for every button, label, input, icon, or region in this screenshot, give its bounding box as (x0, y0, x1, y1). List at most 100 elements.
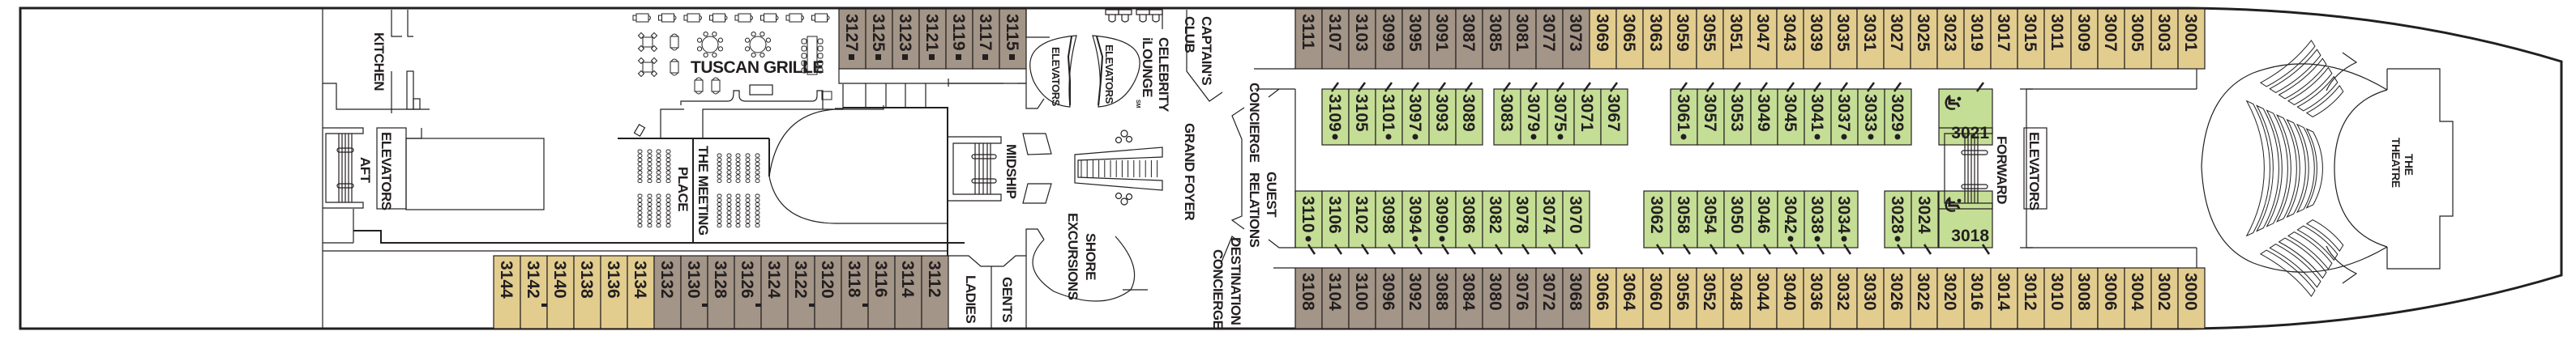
cabin-3055[interactable]: 3055 (1696, 8, 1724, 70)
cabin-3026[interactable]: 3026 (1883, 267, 1911, 329)
cabin-3125[interactable]: 3125 (865, 8, 893, 70)
cabin-3033[interactable]: 3033 (1857, 82, 1885, 146)
cabin-3124[interactable]: 3124 (760, 255, 789, 329)
cabin-3047[interactable]: 3047 (1749, 8, 1778, 70)
cabin-3020[interactable]: 3020 (1936, 267, 1965, 329)
cabin-3029[interactable]: 3029 (1884, 82, 1912, 146)
cabin-3051[interactable]: 3051 (1722, 8, 1751, 70)
cabin-3138[interactable]: 3138 (573, 255, 601, 329)
cabin-3056[interactable]: 3056 (1669, 267, 1697, 329)
cabin-3101[interactable]: 3101 (1375, 82, 1403, 146)
cabin-3049[interactable]: 3049 (1750, 82, 1778, 146)
cabin-3016[interactable]: 3016 (1963, 267, 1992, 329)
cabin-3082[interactable]: 3082 (1482, 190, 1510, 255)
cabin-3032[interactable]: 3032 (1829, 267, 1858, 329)
cabin-3089[interactable]: 3089 (1455, 82, 1483, 146)
cabin-3072[interactable]: 3072 (1535, 267, 1564, 329)
cabin-3044[interactable]: 3044 (1749, 267, 1778, 329)
cabin-3140[interactable]: 3140 (546, 255, 575, 329)
cabin-3003[interactable]: 3003 (2150, 8, 2179, 70)
cabin-3065[interactable]: 3065 (1615, 8, 1644, 70)
cabin-3030[interactable]: 3030 (1856, 267, 1885, 329)
cabin-3005[interactable]: 3005 (2124, 8, 2152, 70)
cabin-3099[interactable]: 3099 (1375, 8, 1403, 70)
cabin-3034[interactable]: 3034 (1830, 190, 1859, 255)
cabin-3110[interactable]: 3110 (1294, 190, 1323, 255)
cabin-3018[interactable]: 3018 (1938, 190, 1993, 255)
cabin-3046[interactable]: 3046 (1750, 190, 1778, 255)
cabin-3105[interactable]: 3105 (1348, 82, 1376, 146)
cabin-3128[interactable]: 3128 (707, 255, 735, 329)
cabin-3126[interactable]: 3126 (734, 255, 767, 329)
cabin-3120[interactable]: 3120 (814, 255, 842, 329)
cabin-3094[interactable]: 3094 (1401, 190, 1430, 255)
cabin-3036[interactable]: 3036 (1803, 267, 1831, 329)
cabin-3039[interactable]: 3039 (1803, 8, 1831, 70)
cabin-3007[interactable]: 3007 (2097, 8, 2125, 70)
cabin-3108[interactable]: 3108 (1294, 267, 1323, 329)
cabin-3048[interactable]: 3048 (1722, 267, 1751, 329)
cabin-3009[interactable]: 3009 (2070, 8, 2099, 70)
cabin-3096[interactable]: 3096 (1375, 267, 1403, 329)
cabin-3097[interactable]: 3097 (1401, 82, 1430, 146)
cabin-3035[interactable]: 3035 (1829, 8, 1858, 70)
cabin-3037[interactable]: 3037 (1830, 82, 1859, 146)
cabin-3085[interactable]: 3085 (1482, 8, 1510, 70)
cabin-3083[interactable]: 3083 (1493, 82, 1521, 146)
cabin-3038[interactable]: 3038 (1804, 190, 1832, 255)
cabin-3093[interactable]: 3093 (1428, 82, 1457, 146)
cabin-3114[interactable]: 3114 (894, 255, 922, 329)
cabin-3121[interactable]: 3121 (918, 8, 947, 70)
cabin-3054[interactable]: 3054 (1697, 190, 1725, 255)
cabin-3019[interactable]: 3019 (1963, 8, 1992, 70)
cabin-3052[interactable]: 3052 (1696, 267, 1724, 329)
cabin-3001[interactable]: 3001 (2177, 8, 2206, 70)
cabin-3115[interactable]: 3115 (999, 8, 1027, 70)
cabin-3066[interactable]: 3066 (1589, 267, 1617, 329)
cabin-3081[interactable]: 3081 (1508, 8, 1537, 70)
cabin-3004[interactable]: 3004 (2124, 267, 2152, 329)
cabin-3076[interactable]: 3076 (1508, 267, 1537, 329)
cabin-3090[interactable]: 3090 (1428, 190, 1457, 255)
cabin-3070[interactable]: 3070 (1562, 190, 1590, 255)
cabin-3074[interactable]: 3074 (1535, 190, 1564, 255)
cabin-3080[interactable]: 3080 (1482, 267, 1510, 329)
cabin-3100[interactable]: 3100 (1348, 267, 1376, 329)
cabin-3027[interactable]: 3027 (1883, 8, 1911, 70)
cabin-3012[interactable]: 3012 (2017, 267, 2045, 329)
cabin-3067[interactable]: 3067 (1600, 82, 1628, 146)
cabin-3000[interactable]: 3000 (2177, 267, 2206, 329)
cabin-3069[interactable]: 3069 (1589, 8, 1617, 70)
cabin-3073[interactable]: 3073 (1562, 8, 1590, 70)
cabin-3144[interactable]: 3144 (493, 255, 521, 329)
cabin-3112[interactable]: 3112 (921, 255, 949, 329)
cabin-3025[interactable]: 3025 (1910, 8, 1938, 70)
cabin-3103[interactable]: 3103 (1348, 8, 1376, 70)
cabin-3031[interactable]: 3031 (1856, 8, 1885, 70)
cabin-3014[interactable]: 3014 (1990, 267, 2018, 329)
cabin-3063[interactable]: 3063 (1642, 8, 1671, 70)
cabin-3079[interactable]: 3079 (1520, 82, 1548, 146)
cabin-3011[interactable]: 3011 (2043, 8, 2072, 70)
cabin-3071[interactable]: 3071 (1573, 82, 1602, 146)
cabin-3058[interactable]: 3058 (1670, 190, 1698, 255)
cabin-3017[interactable]: 3017 (1990, 8, 2018, 70)
cabin-3008[interactable]: 3008 (2070, 267, 2099, 329)
cabin-3021[interactable]: 3021 (1938, 82, 1993, 146)
cabin-3107[interactable]: 3107 (1321, 8, 1350, 70)
cabin-3060[interactable]: 3060 (1642, 267, 1671, 329)
cabin-3053[interactable]: 3053 (1723, 82, 1752, 146)
cabin-3024[interactable]: 3024 (1911, 190, 1939, 255)
cabin-3119[interactable]: 3119 (945, 8, 973, 70)
cabin-3095[interactable]: 3095 (1401, 8, 1430, 70)
cabin-3116[interactable]: 3116 (867, 255, 896, 329)
cabin-3078[interactable]: 3078 (1508, 190, 1537, 255)
cabin-3002[interactable]: 3002 (2150, 267, 2179, 329)
cabin-3084[interactable]: 3084 (1455, 267, 1483, 329)
cabin-3059[interactable]: 3059 (1669, 8, 1697, 70)
cabin-3075[interactable]: 3075 (1547, 82, 1575, 146)
cabin-3041[interactable]: 3041 (1804, 82, 1832, 146)
cabin-3102[interactable]: 3102 (1348, 190, 1376, 255)
cabin-3015[interactable]: 3015 (2017, 8, 2045, 70)
cabin-3111[interactable]: 3111 (1294, 8, 1323, 70)
